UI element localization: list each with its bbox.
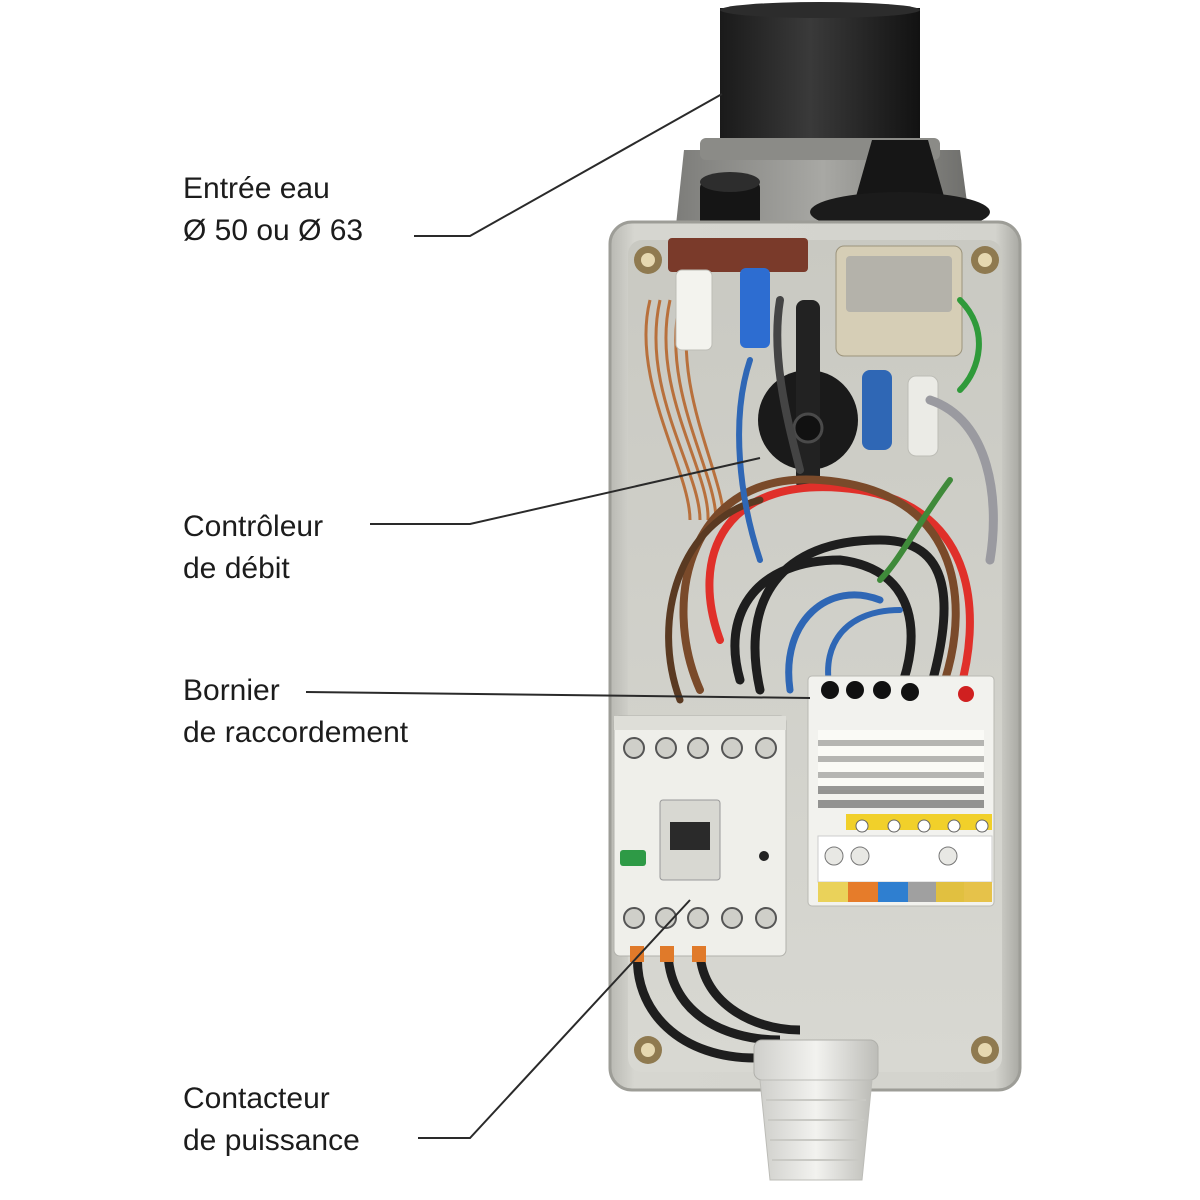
screw-icon: [971, 246, 999, 274]
callout-water-inlet-line2: Ø 50 ou Ø 63: [183, 214, 364, 247]
corner-screws: [634, 246, 999, 1064]
contactor-output-wires: [630, 946, 801, 1063]
leader-line-flow-controller: [370, 457, 761, 525]
screw-icon: [634, 246, 662, 274]
screw-icon: [971, 1036, 999, 1064]
callout-flow-controller-line2: de débit: [183, 552, 290, 585]
callout-power-contactor-line2: de puissance: [183, 1124, 360, 1157]
leader-line-water-inlet: [414, 93, 723, 237]
screw-icon: [634, 1036, 662, 1064]
wire-bundle: [665, 296, 998, 704]
callout-terminal-block-line2: de raccordement: [183, 716, 409, 749]
power-contactor: [613, 715, 787, 957]
callout-water-inlet-line1: Entrée eau: [183, 172, 330, 205]
knob-left: [700, 172, 760, 230]
top-connector-block: [668, 238, 808, 351]
leader-line-terminal-block: [305, 691, 811, 699]
callout-water-inlet: Entrée eau Ø 50 ou Ø 63: [183, 168, 363, 252]
callout-terminal-block: Bornier de raccordement: [183, 670, 408, 754]
callout-terminal-block-line1: Bornier: [183, 674, 280, 707]
thermostat-unit: [835, 245, 963, 457]
callout-flow-controller: Contrôleur de débit: [183, 506, 323, 590]
cable-gland: [753, 1039, 879, 1181]
callout-flow-controller-line1: Contrôleur: [183, 510, 324, 543]
terminal-block: [807, 675, 995, 907]
leader-line-power-contactor: [418, 899, 691, 1139]
leader-lines: [305, 93, 811, 1139]
callout-power-contactor-line1: Contacteur: [183, 1082, 330, 1115]
callout-power-contactor: Contacteur de puissance: [183, 1078, 360, 1162]
